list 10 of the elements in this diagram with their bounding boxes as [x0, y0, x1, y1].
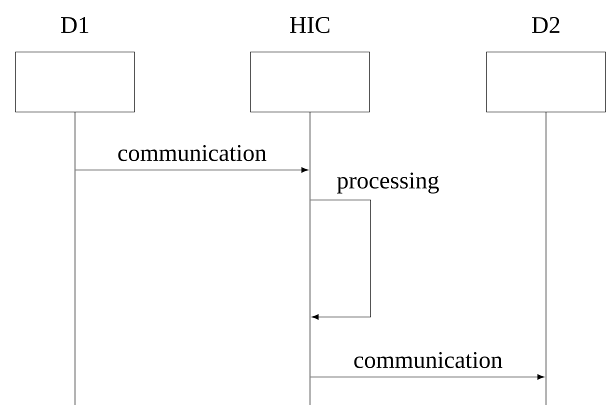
self-message-arrow: [310, 200, 371, 320]
participant-label: D1: [61, 17, 88, 33]
edge-label: communication: [116, 144, 268, 162]
participant-label: D2: [532, 17, 560, 33]
edge-label: processing: [336, 171, 440, 195]
message-arrow: [310, 374, 544, 380]
participant-label: HIC: [290, 16, 330, 34]
lifeline: [74, 112, 76, 405]
message-arrow: [75, 167, 308, 173]
edge-label: communication: [352, 350, 504, 370]
